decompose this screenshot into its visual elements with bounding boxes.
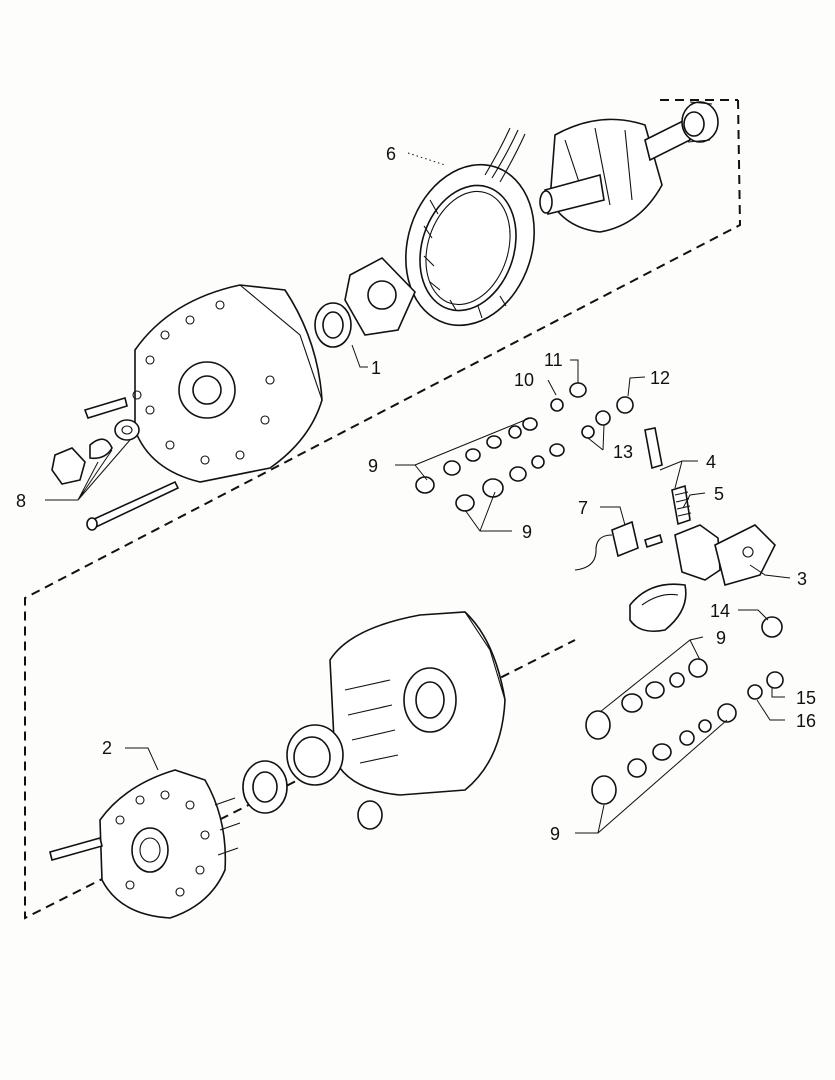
callout-16: 16	[796, 711, 816, 731]
voltage-regulator	[674, 524, 776, 586]
drive-end-bearing	[314, 302, 352, 348]
terminal-hardware-upper	[415, 382, 634, 512]
rotor	[539, 118, 691, 233]
callout-2: 2	[102, 738, 112, 758]
grommet	[357, 800, 383, 830]
callout-1: 1	[371, 358, 381, 378]
slip-ring-end-bearing	[242, 760, 288, 814]
callout-13: 13	[613, 442, 633, 462]
callout-11: 11	[544, 350, 563, 370]
callout-5: 5	[714, 484, 724, 504]
leader-lines	[45, 152, 791, 834]
terminal-hardware-lower	[585, 616, 784, 805]
pulley-nut-and-washers	[51, 390, 142, 485]
stator	[405, 127, 535, 327]
brush-holder	[644, 427, 692, 526]
callout-9-upper-left: 9	[368, 456, 378, 476]
callout-6: 6	[386, 144, 396, 164]
callout-4: 4	[706, 452, 716, 472]
callout-10: 10	[514, 370, 534, 390]
callout-7: 7	[578, 498, 588, 518]
suppression-capacitor	[574, 520, 663, 571]
callout-12: 12	[650, 368, 670, 388]
rotor-bearing	[681, 101, 719, 143]
slip-ring-end-seal	[286, 724, 344, 786]
callout-9-upper-right: 9	[522, 522, 532, 542]
drive-end-housing	[134, 284, 323, 483]
callout-9-middle: 9	[716, 628, 726, 648]
through-bolt	[86, 480, 180, 531]
callout-8: 8	[16, 491, 26, 511]
rectifier-plate	[49, 769, 241, 919]
callout-3: 3	[797, 569, 807, 589]
callout-9-bottom: 9	[550, 824, 560, 844]
brush-cover-gasket	[629, 583, 687, 633]
callout-15: 15	[796, 688, 816, 708]
callout-labels: 1 2 3 4 5 6 7 8 9 9 9 9 10 11 12 13 14 1…	[16, 144, 816, 844]
bearing-retainer-plate	[344, 257, 416, 336]
callout-14: 14	[710, 601, 730, 621]
slip-ring-end-housing	[329, 611, 506, 796]
